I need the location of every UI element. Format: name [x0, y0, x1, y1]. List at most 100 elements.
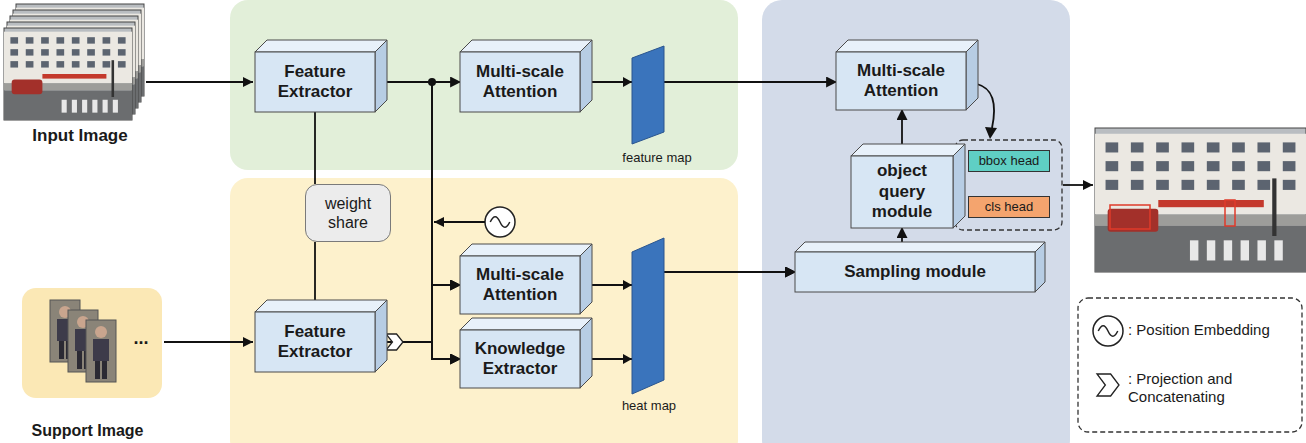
legend-outline — [1078, 298, 1302, 432]
window — [1283, 142, 1296, 152]
projection-symbol — [386, 334, 403, 350]
box-side-face — [580, 40, 592, 112]
box-front-face — [836, 52, 966, 110]
crosswalk-stripe — [1224, 240, 1232, 260]
window — [56, 37, 64, 43]
box-top-face — [795, 242, 1045, 252]
street-photo — [4, 28, 132, 120]
person-leg — [95, 361, 100, 379]
window — [1182, 142, 1195, 152]
window — [72, 37, 80, 43]
crosswalk-stripe — [1190, 240, 1198, 260]
head-box: bbox head — [968, 150, 1050, 172]
box-front-face — [795, 252, 1035, 292]
shop-sign — [1158, 200, 1264, 207]
box-top-face — [836, 40, 978, 52]
node-text: cls head — [985, 199, 1033, 215]
crosswalk-stripe — [72, 100, 77, 113]
box-side-face — [375, 40, 387, 112]
support-arrow — [164, 341, 253, 343]
caption-label: ... — [124, 328, 158, 350]
head-group-outline — [955, 140, 1062, 230]
window — [87, 61, 95, 67]
branch-panel — [230, 0, 738, 170]
window — [41, 61, 49, 67]
connector — [387, 82, 460, 285]
node-text: weight share — [310, 194, 386, 232]
window — [103, 49, 111, 55]
window — [1131, 180, 1144, 190]
box-side-face — [580, 244, 592, 314]
window — [1207, 180, 1220, 190]
window — [1106, 180, 1119, 190]
caption-label: Input Image — [0, 126, 160, 146]
window — [1131, 161, 1144, 171]
node-text: bbox head — [979, 153, 1040, 169]
node-text: Multi-scale Attention — [464, 62, 576, 103]
box-side-face — [375, 300, 387, 372]
output-arrow-head — [1083, 180, 1093, 190]
projection-symbol — [1097, 374, 1119, 396]
module-box: Knowledge Extractor — [460, 330, 580, 388]
window — [1257, 142, 1270, 152]
window — [56, 61, 64, 67]
support-crop — [86, 320, 116, 382]
window — [72, 61, 80, 67]
window — [1232, 161, 1245, 171]
box-top-face — [255, 40, 387, 52]
shared-weight-box: weight share — [305, 184, 391, 242]
arrowhead — [623, 77, 632, 87]
arrowhead — [623, 280, 632, 290]
module-box: Multi-scale Attention — [460, 256, 580, 314]
crosswalk-stripe — [62, 100, 67, 113]
box-side-face — [953, 144, 965, 228]
sine-wave — [1098, 326, 1118, 337]
node-text: Feature Extractor — [259, 322, 371, 363]
window — [10, 49, 18, 55]
caption-label: feature map — [612, 150, 702, 166]
sine-wave — [490, 217, 510, 228]
caption-label: Support Image — [0, 421, 175, 440]
window — [103, 37, 111, 43]
window — [10, 37, 18, 43]
connector — [387, 285, 460, 342]
box-top-face — [460, 318, 592, 330]
person-leg — [102, 361, 107, 379]
box-side-face — [1035, 242, 1045, 292]
connector — [901, 110, 903, 144]
shop-sign — [42, 74, 106, 79]
crosswalk-stripe — [1257, 240, 1265, 260]
window — [1106, 142, 1119, 152]
node-text: Sampling module — [844, 262, 986, 282]
crosswalk-stripe — [92, 100, 97, 113]
module-box: object query module — [851, 156, 953, 228]
branch-panel — [230, 178, 738, 443]
head-box: cls head — [968, 196, 1050, 218]
window — [1156, 142, 1169, 152]
junction-dot — [428, 78, 436, 86]
window — [87, 49, 95, 55]
feature-map-slab — [632, 46, 664, 144]
detection-box — [1225, 200, 1235, 226]
box-front-face — [255, 312, 375, 372]
crosswalk-stripe — [1207, 240, 1215, 260]
person-body — [93, 339, 109, 361]
car — [12, 80, 43, 95]
box-side-face — [966, 40, 978, 110]
node-text: Multi-scale Attention — [464, 265, 576, 306]
window — [26, 61, 34, 67]
detection-box — [1110, 205, 1150, 229]
module-box: Feature Extractor — [255, 312, 375, 372]
box-top-face — [460, 40, 592, 52]
box-top-face — [851, 144, 965, 156]
window — [1232, 142, 1245, 152]
crosswalk-stripe — [1241, 240, 1249, 260]
window — [118, 49, 126, 55]
pole — [112, 60, 115, 97]
node-text: Feature Extractor — [259, 62, 371, 103]
connector — [387, 82, 460, 359]
position-embedding-symbol — [1093, 316, 1123, 346]
window — [1283, 180, 1296, 190]
